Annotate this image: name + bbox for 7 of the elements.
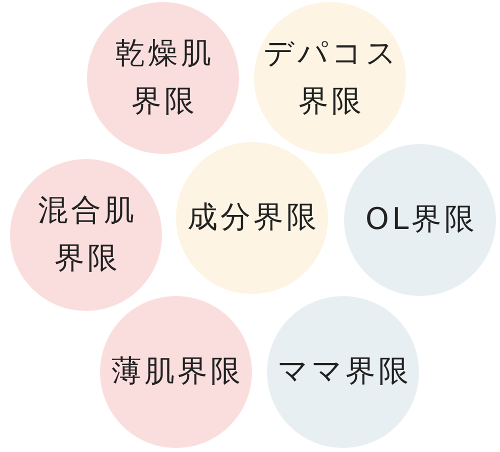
circle-label: 混合肌界限 bbox=[37, 192, 138, 278]
circle-label: OL界限 bbox=[364, 201, 478, 239]
circle-label: 薄肌界限 bbox=[110, 353, 244, 391]
circle-label: 成分界限 bbox=[186, 199, 320, 237]
circle-label: ママ界限 bbox=[276, 353, 412, 391]
circle-label: デパコス界限 bbox=[262, 35, 400, 121]
circle-label: 乾燥肌界限 bbox=[114, 35, 215, 121]
